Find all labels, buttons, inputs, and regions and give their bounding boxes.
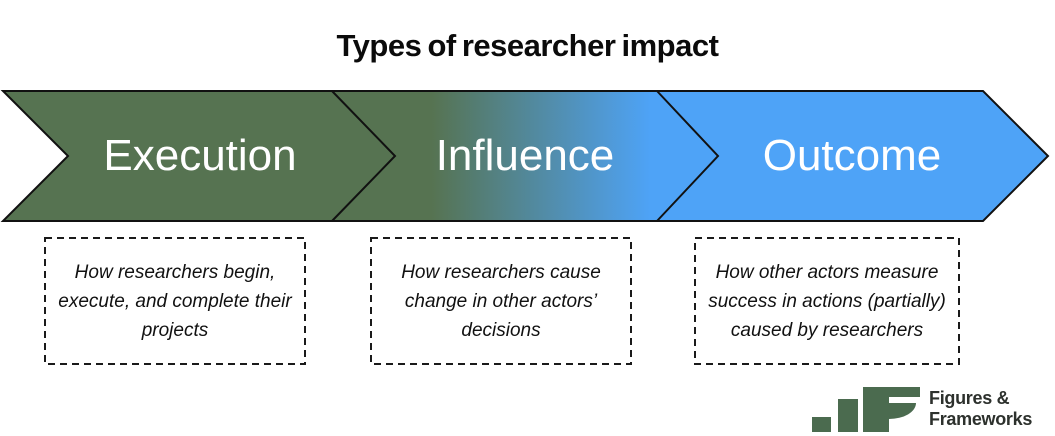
description-line: caused by researchers	[730, 319, 924, 341]
description-line: decisions	[461, 319, 541, 341]
description-line: success in actions (partially)	[708, 290, 946, 312]
outcome-description-box: How other actors measure success in acti…	[694, 237, 960, 365]
stage-label-execution: Execution	[103, 131, 297, 180]
dashed-border	[44, 237, 306, 365]
logo-line-1: Figures &	[929, 388, 1010, 408]
page-title: Types of researcher impact	[336, 28, 719, 63]
stage-label-influence: Influence	[435, 131, 615, 180]
outcome-description-text: How other actors measure success in acti…	[708, 258, 946, 345]
influence-outcome-divider	[656, 90, 720, 222]
influence-description-text: How researchers cause change in other ac…	[401, 258, 601, 345]
execution-influence-divider	[331, 90, 397, 222]
logo-wordmark: Figures & Frameworks	[929, 388, 1032, 430]
description-line: How researchers cause	[401, 261, 601, 283]
logo-line-2: Frameworks	[929, 409, 1033, 429]
description-line: projects	[141, 319, 209, 341]
dashed-border	[370, 237, 632, 365]
description-line: How other actors measure	[715, 261, 939, 283]
influence-description-box: How researchers cause change in other ac…	[370, 237, 632, 365]
figures-and-frameworks-logo: Figures & Frameworks	[810, 384, 1032, 434]
dashed-border	[694, 237, 960, 365]
chevron-process-band	[0, 90, 1050, 222]
execution-description-text: How researchers begin, execute, and comp…	[58, 258, 291, 345]
bar-chart-f-logo-icon	[812, 387, 920, 432]
description-line: execute, and complete their	[58, 290, 292, 312]
arrow-band-shape	[0, 90, 1050, 222]
description-line: change in other actors’	[404, 290, 598, 312]
execution-description-box: How researchers begin, execute, and comp…	[44, 237, 306, 365]
description-line: How researchers begin,	[74, 261, 276, 283]
stage-label-outcome: Outcome	[762, 131, 942, 180]
